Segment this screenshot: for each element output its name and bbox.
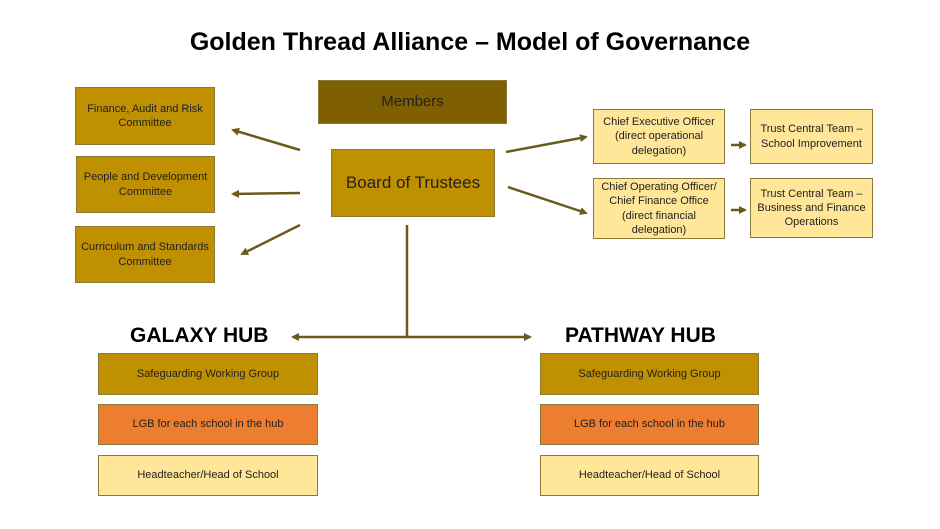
pathway-hub-title: PATHWAY HUB — [565, 324, 716, 347]
arrow-to-coo — [507, 185, 588, 215]
pathway-safeguarding: Safeguarding Working Group — [540, 353, 759, 395]
arrow-to-finance — [231, 127, 301, 152]
committee-curriculum: Curriculum and Standards Committee — [75, 226, 215, 283]
committee-people: People and Development Committee — [76, 156, 215, 213]
galaxy-safeguarding: Safeguarding Working Group — [98, 353, 318, 395]
galaxy-headteacher: Headteacher/Head of School — [98, 455, 318, 496]
galaxy-hub-title: GALAXY HUB — [130, 324, 269, 347]
committee-finance: Finance, Audit and Risk Committee — [75, 87, 215, 145]
pathway-headteacher: Headteacher/Head of School — [540, 455, 759, 496]
team-business-finance: Trust Central Team – Business and Financ… — [750, 178, 873, 238]
pathway-lgb: LGB for each school in the hub — [540, 404, 759, 445]
members-box: Members — [318, 80, 507, 124]
arrow-to-people — [231, 189, 301, 198]
arrow-to-ceo — [505, 134, 588, 154]
arrow-to-curriculum — [240, 223, 301, 256]
diagram-title: Golden Thread Alliance – Model of Govern… — [189, 28, 751, 56]
team-school-improvement: Trust Central Team – School Improvement — [750, 109, 873, 164]
galaxy-lgb: LGB for each school in the hub — [98, 404, 318, 445]
coo-box: Chief Operating Officer/ Chief Finance O… — [593, 178, 725, 239]
board-box: Board of Trustees — [331, 149, 495, 217]
ceo-box: Chief Executive Officer (direct operatio… — [593, 109, 725, 164]
